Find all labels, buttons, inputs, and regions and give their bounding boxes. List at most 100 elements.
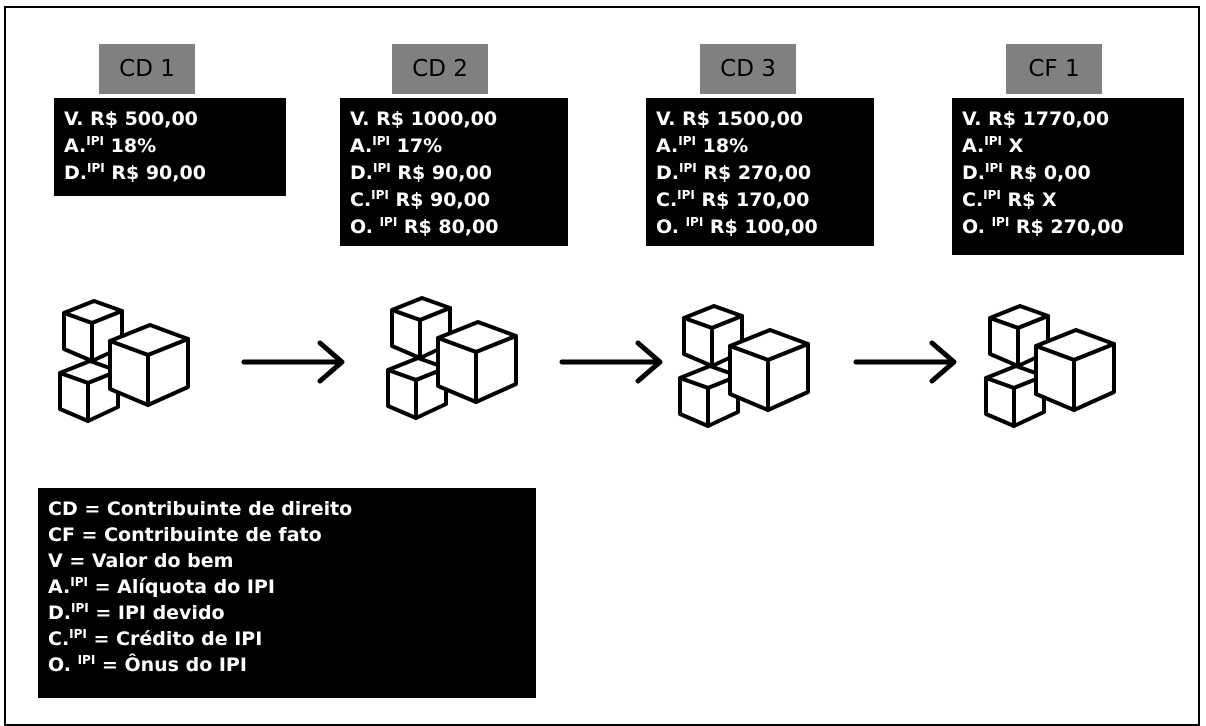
line-value: R$ 0,00 — [1002, 162, 1091, 184]
tag-cd3: CD 3 — [700, 44, 796, 94]
ipi-superscript: IPI — [685, 215, 704, 229]
ipi-superscript: IPI — [69, 627, 87, 641]
info-line: C.IPI R$ X — [962, 187, 1174, 214]
line-value: = IPI devido — [88, 602, 225, 624]
info-line: V. R$ 1770,00 — [962, 106, 1174, 133]
line-value: = Valor do bem — [62, 550, 234, 572]
line-prefix: O. — [350, 216, 380, 238]
line-value: R$ X — [1000, 189, 1057, 211]
line-prefix: A. — [64, 135, 87, 157]
ipi-superscript: IPI — [371, 188, 389, 202]
line-value: 17% — [390, 135, 443, 157]
ipi-superscript: IPI — [379, 215, 398, 229]
ipi-superscript: IPI — [983, 188, 1001, 202]
info-line: D.IPI R$ 0,00 — [962, 160, 1174, 187]
info-line: A.IPI X — [962, 133, 1174, 160]
tag-cd1: CD 1 — [99, 44, 195, 94]
line-prefix: CD — [48, 498, 78, 520]
info-line: V. R$ 500,00 — [64, 106, 276, 133]
ipi-superscript: IPI — [985, 161, 1003, 175]
info-line: D.IPI R$ 90,00 — [64, 160, 276, 187]
boxes-icon — [984, 304, 1116, 428]
info-line: O. IPI R$ 80,00 — [350, 214, 558, 241]
info-line: V. R$ 1500,00 — [656, 106, 864, 133]
line-prefix: O. — [656, 216, 686, 238]
tag-cf1: CF 1 — [1006, 44, 1102, 94]
line-prefix: C. — [656, 189, 678, 211]
ipi-superscript: IPI — [679, 161, 697, 175]
line-value: 18% — [104, 135, 157, 157]
line-prefix: V. — [64, 108, 84, 130]
line-value: = Ônus do IPI — [95, 654, 247, 676]
legend-line: A.IPI = Alíquota do IPI — [48, 574, 526, 600]
ipi-superscript: IPI — [984, 134, 1003, 148]
line-prefix: V. — [656, 108, 676, 130]
legend-line: CD = Contribuinte de direito — [48, 496, 526, 522]
line-prefix: V. — [962, 108, 982, 130]
ipi-superscript: IPI — [678, 134, 697, 148]
line-prefix: C. — [962, 189, 984, 211]
line-value: R$ 90,00 — [388, 189, 491, 211]
tag-cd2: CD 2 — [392, 44, 488, 94]
info-line: C.IPI R$ 90,00 — [350, 187, 558, 214]
line-prefix: A. — [48, 576, 71, 598]
line-value: R$ 270,00 — [1009, 216, 1124, 238]
line-prefix: O. — [962, 216, 992, 238]
line-value: R$ 90,00 — [390, 162, 492, 184]
line-prefix: D. — [962, 162, 985, 184]
line-prefix: C. — [48, 628, 70, 650]
line-value: R$ 270,00 — [696, 162, 812, 184]
boxes-icon — [58, 299, 190, 423]
line-prefix: D. — [48, 602, 71, 624]
line-value: R$ 90,00 — [104, 162, 206, 184]
line-value: = Contribuinte de fato — [74, 524, 322, 546]
info-line: D.IPI R$ 90,00 — [350, 160, 558, 187]
info-line: O. IPI R$ 100,00 — [656, 214, 864, 241]
arrow-right-icon — [852, 327, 962, 397]
ipi-superscript: IPI — [373, 161, 391, 175]
line-prefix: D. — [350, 162, 373, 184]
boxes-icon — [678, 304, 810, 428]
line-value: R$ 1500,00 — [675, 108, 804, 130]
arrow-right-icon — [240, 327, 350, 397]
info-line: A.IPI 18% — [64, 133, 276, 160]
line-prefix: A. — [962, 135, 985, 157]
line-value: R$ 100,00 — [703, 216, 818, 238]
line-value: R$ 1000,00 — [369, 108, 498, 130]
line-prefix: A. — [656, 135, 679, 157]
line-value: R$ 170,00 — [694, 189, 810, 211]
line-prefix: V — [48, 550, 63, 572]
line-value: R$ 1770,00 — [981, 108, 1110, 130]
legend-line: D.IPI = IPI devido — [48, 600, 526, 626]
line-prefix: A. — [350, 135, 373, 157]
line-value: R$ 80,00 — [397, 216, 499, 238]
ipi-superscript: IPI — [86, 134, 105, 148]
info-line: C.IPI R$ 170,00 — [656, 187, 864, 214]
ipi-superscript: IPI — [372, 134, 391, 148]
line-prefix: CF — [48, 524, 75, 546]
line-prefix: O. — [48, 654, 78, 676]
info-line: D.IPI R$ 270,00 — [656, 160, 864, 187]
boxes-icon — [386, 296, 518, 420]
line-prefix: D. — [656, 162, 679, 184]
ipi-superscript: IPI — [87, 161, 105, 175]
ipi-superscript: IPI — [77, 653, 96, 667]
legend-line: C.IPI = Crédito de IPI — [48, 626, 526, 652]
ipi-superscript: IPI — [70, 575, 89, 589]
line-prefix: D. — [64, 162, 87, 184]
line-value: = Alíquota do IPI — [88, 576, 275, 598]
legend-line: O. IPI = Ônus do IPI — [48, 652, 526, 678]
line-value: = Crédito de IPI — [86, 628, 263, 650]
info-line: A.IPI 17% — [350, 133, 558, 160]
line-value: X — [1002, 135, 1024, 157]
ipi-superscript: IPI — [71, 601, 89, 615]
info-line: V. R$ 1000,00 — [350, 106, 558, 133]
line-prefix: V. — [350, 108, 370, 130]
line-prefix: C. — [350, 189, 372, 211]
ipi-superscript: IPI — [677, 188, 695, 202]
info-line: O. IPI R$ 270,00 — [962, 214, 1174, 241]
arrow-right-icon — [558, 327, 668, 397]
